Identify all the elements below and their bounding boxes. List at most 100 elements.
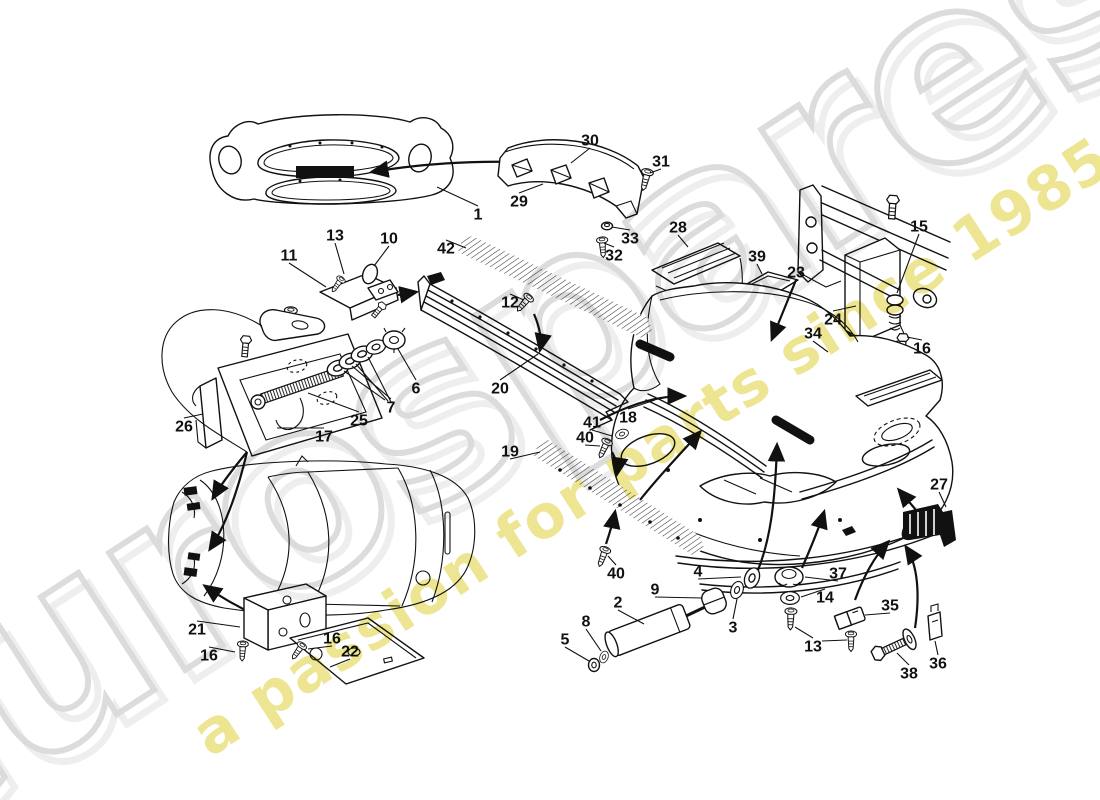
mesh-19 [534,440,704,556]
seal-profile-27 [896,487,956,547]
leader-line-19 [509,451,541,460]
leader-line-8 [585,628,602,652]
leader-line-12 [509,293,525,301]
nut-5 [587,657,601,673]
front-bumper-front-view [209,114,567,205]
part-callout-16: 16 [323,631,341,648]
part-callout-19: 19 [501,444,519,461]
plate-22 [289,617,425,685]
clip-mark [842,526,856,536]
leader-line-10 [373,245,390,267]
fastener-cluster [774,508,943,662]
leader-line-40 [584,444,601,447]
grommet-37 [774,566,804,588]
bracket-24 [844,237,901,343]
part-callout-42: 42 [437,241,455,258]
bolt-top [884,194,901,220]
leader-line-3 [732,598,738,620]
part-callout-20: 20 [491,381,509,398]
part-callout-33: 33 [621,231,639,248]
part-callout-16: 16 [200,648,218,665]
part-callout-21: 21 [188,622,206,639]
leader-line-42 [445,239,467,249]
leader-line-27 [938,491,947,508]
part-callout-29: 29 [510,194,528,211]
part-callout-24: 24 [824,312,842,329]
part-callout-14: 14 [816,590,834,607]
leader-line-extra [355,363,389,402]
part-callout-23: 23 [787,265,805,282]
spring-washer-15 [886,294,904,306]
leader-line-29 [518,183,544,194]
leader-line-23 [770,279,798,343]
strips-18 [643,393,767,479]
part-callout-40: 40 [576,430,594,447]
part-callout-22: 22 [341,644,359,661]
leader-line-2 [617,609,645,625]
part-callout-40: 40 [607,566,625,583]
leader-line-16 [208,646,236,653]
part-callout-25: 25 [350,413,368,430]
mount-assembly [161,305,406,457]
part-callout-15: 15 [910,219,928,236]
part-callout-36: 36 [929,656,947,673]
bolt-38 [870,628,917,662]
number-plate-blank [296,166,354,178]
part-callout-13: 13 [804,639,822,656]
part-callout-37: 37 [829,566,847,583]
upper-trim-strip [799,439,935,500]
part-callout-17: 17 [315,429,333,446]
part-callout-10: 10 [380,231,398,248]
part-callout-8: 8 [582,614,591,631]
part-callout-39: 39 [748,249,766,266]
leader-line-14 [800,588,826,598]
clip-36 [927,611,943,641]
grommet-10 [361,263,379,285]
part-callout-13: 13 [326,228,344,245]
leader-line-30 [570,147,591,164]
leader-line-33 [611,226,631,231]
screw-40-upper [594,436,615,461]
mesh-42 [458,236,652,338]
leader-line-22 [329,658,351,668]
leader-line-24 [832,305,857,312]
bracket-21-22-group [236,583,425,685]
part-callout-7: 7 [387,400,396,417]
leader-line-25 [307,392,360,413]
plate-plinth-assembly [497,139,655,259]
leader-line-13 [794,626,814,639]
leader-line-15 [896,233,920,294]
leader-line-16 [906,336,923,341]
part-callout-9: 9 [651,582,660,599]
leader-line-32 [603,242,615,248]
washer-8 [597,649,611,665]
part-callout-35: 35 [881,598,899,615]
washer-14 [780,591,800,605]
leader-line-extra [343,370,386,401]
leader-line-38 [896,652,910,666]
mounting-rail-assembly [797,184,951,357]
callout-leader-lines [183,147,947,668]
leader-line-35 [864,612,891,616]
leader-line-4 [697,576,742,580]
screw-16-left [236,640,249,662]
part-callout-41: 41 [583,415,601,432]
grille-and-meshes [417,236,704,569]
leader-line-18 [627,399,656,410]
leader-line-16 [307,645,333,650]
leader-line-6 [397,348,417,381]
flange-26 [199,377,223,449]
part-callout-27: 27 [930,477,948,494]
part-callout-16: 16 [913,341,931,358]
leader-line-39 [756,263,763,275]
leader-line-21 [196,620,241,628]
lower-trim-strip [675,527,935,569]
leader-line-20 [499,353,539,381]
leader-line-41 [591,429,613,437]
leader-line-40 [607,555,617,566]
bracket-11-group [319,263,420,321]
washer-3 [727,579,747,601]
